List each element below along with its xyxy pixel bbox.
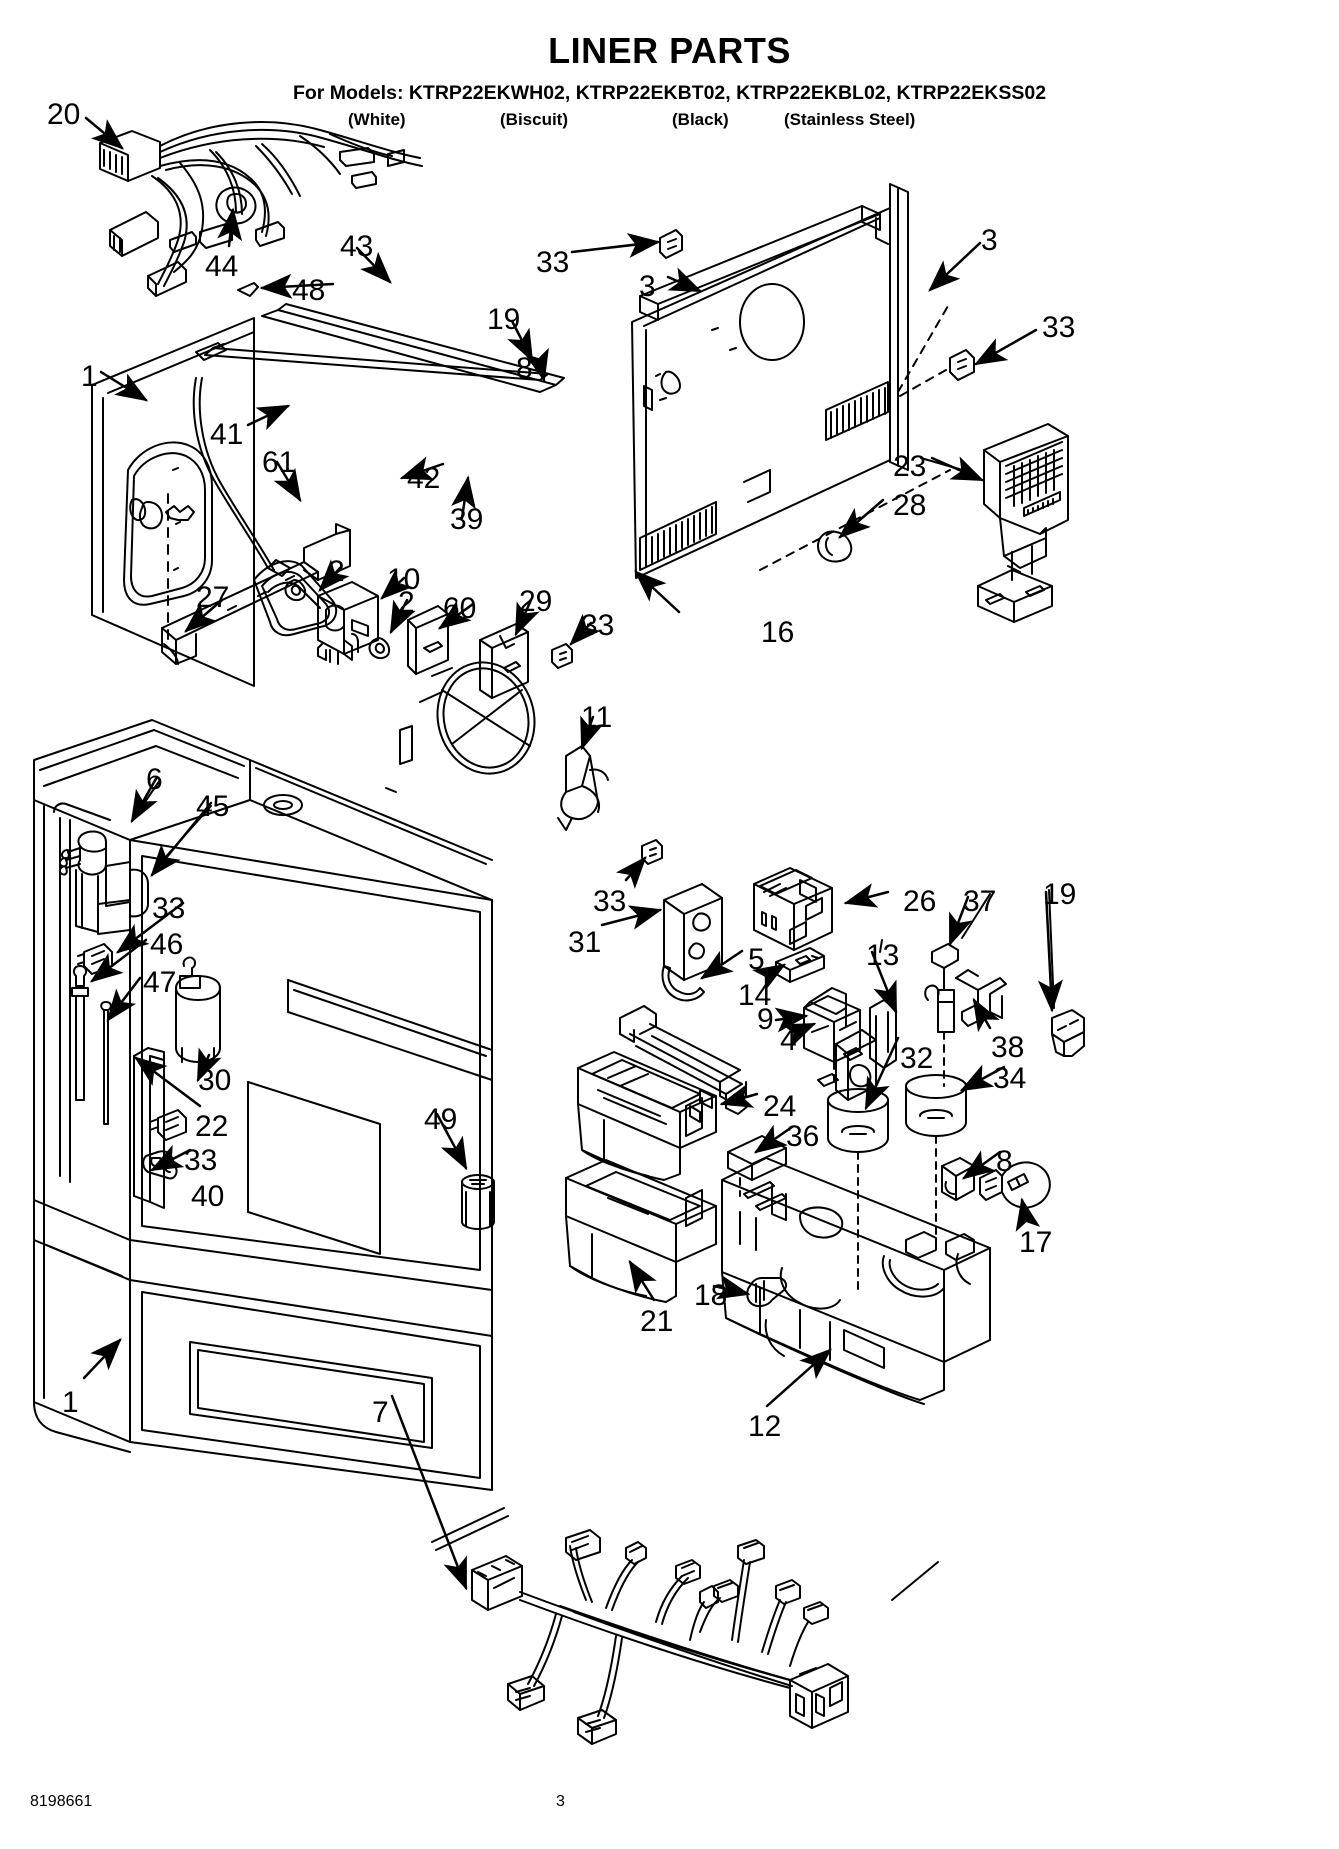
liner-upper-box [91,282,663,865]
callout-1: 1 [81,360,98,393]
callout-61: 61 [262,446,296,479]
callout-60: 60 [443,592,477,625]
callout-21: 21 [640,1305,674,1338]
callout-26: 26 [903,885,937,918]
callout-32: 32 [900,1042,934,1075]
callout-39: 39 [450,503,484,536]
callout-27: 27 [196,581,230,614]
callout-1: 1 [62,1386,79,1419]
callout-19: 19 [1043,878,1077,911]
callout-6: 6 [146,763,163,796]
page-header: LINER PARTS For Models: KTRP22EKWH02, KT… [0,0,1339,136]
callout-49: 49 [424,1103,458,1136]
callout-7: 7 [372,1396,389,1429]
callout-9: 9 [757,1003,774,1036]
callout-37: 37 [963,885,997,918]
callout-46: 46 [150,928,184,961]
callout-43: 43 [340,230,374,263]
water-valve-group [58,830,495,1230]
color-variants-row: (White) (Biscuit) (Black) (Stainless Ste… [0,110,1339,136]
color-black: (Black) [672,110,729,129]
callout-34: 34 [993,1062,1027,1095]
models-line: For Models: KTRP22EKWH02, KTRP22EKBT02, … [292,82,1047,104]
callout-44: 44 [205,250,239,283]
callout-36: 36 [786,1120,820,1153]
bottom-wiring-harness [431,1507,939,1745]
callout-33: 33 [593,885,627,918]
ice-bin-and-housing [565,1051,1051,1405]
callout-18: 18 [694,1279,728,1312]
callout-4: 4 [780,1024,797,1057]
callout-30: 30 [198,1064,232,1097]
callout-45: 45 [196,790,230,823]
callout-3: 3 [981,224,998,257]
callout-10: 10 [387,563,421,596]
color-biscuit: (Biscuit) [500,110,568,129]
callout-13: 13 [866,939,900,972]
callout-5: 5 [748,943,765,976]
callout-23: 23 [893,450,927,483]
callout-3: 3 [639,270,656,303]
leader-lines [82,116,1063,1591]
callout-47: 47 [143,966,177,999]
callout-33: 33 [184,1144,218,1177]
callout-2: 2 [398,586,415,619]
callout-11: 11 [581,701,613,734]
callout-20: 20 [47,98,81,131]
page-number: 3 [556,1793,565,1810]
callout-33: 33 [581,609,615,642]
callout-19: 19 [487,303,521,336]
callout-33: 33 [1042,311,1076,344]
page-title: LINER PARTS [548,30,791,71]
callout-17: 17 [1019,1226,1053,1259]
document-number: 8198661 [30,1793,93,1810]
callout-16: 16 [761,616,795,649]
callout-33: 33 [536,246,570,279]
callout-33: 33 [152,892,186,925]
callout-28: 28 [893,489,927,522]
color-stainless-steel: (Stainless Steel) [784,110,916,129]
callout-42: 42 [407,462,441,495]
callout-40: 40 [191,1180,225,1213]
dispenser-assembly-23 [977,423,1069,623]
callout-31: 31 [568,926,602,959]
callout-22: 22 [195,1110,229,1143]
color-white: (White) [348,110,406,129]
callout-8: 8 [516,352,533,385]
wiring-harness-top [99,121,423,297]
leader-lines-plain [133,457,1055,1009]
callout-8: 8 [996,1145,1013,1178]
callout-24: 24 [763,1090,797,1123]
callout-14: 14 [738,979,772,1012]
callout-38: 38 [991,1031,1025,1064]
callout-41: 41 [210,418,244,451]
cabinet-lower [33,719,493,1491]
callout-2: 2 [328,555,345,588]
callout-48: 48 [292,274,326,307]
callout-29: 29 [519,585,553,618]
callout-12: 12 [748,1410,782,1443]
